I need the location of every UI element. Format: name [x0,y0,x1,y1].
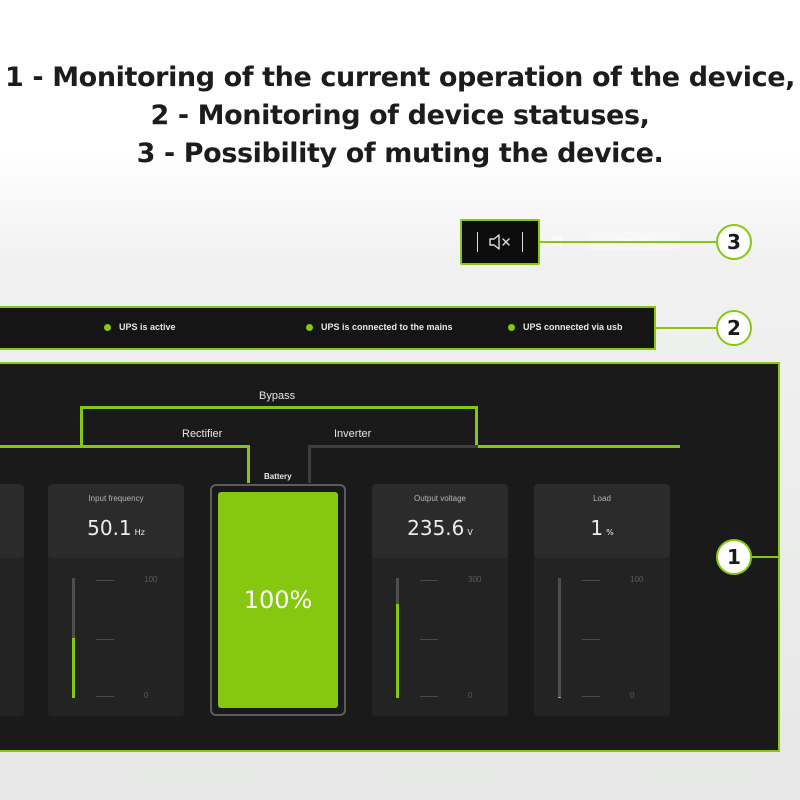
rectifier-wire [247,445,250,483]
scale-tick [582,696,600,697]
scale-max: 100 [630,575,644,584]
scale-tick [420,580,438,581]
scale-min: 0 [468,691,473,700]
status-bar: UPS is active UPS is connected to the ma… [0,306,656,350]
callout-3-line [540,241,716,243]
status-ups-mains: UPS is connected to the mains [306,322,453,332]
battery-fill: 100% [218,492,338,708]
bypass-wire [80,406,478,409]
callout-1: 1 [716,539,752,575]
metric-card-partial [0,484,24,716]
status-ups-usb: UPS connected via usb [508,322,623,332]
value-unit: Hz [134,528,145,537]
battery-gauge: 100% [210,484,346,716]
status-dot-icon [306,323,313,331]
status-label: UPS is connected to the mains [321,322,453,332]
headline-line-2: 2 - Monitoring of device statuses, [150,100,650,131]
card-header [0,484,24,558]
value-unit: V [467,528,473,537]
headline-line-3: 3 - Possibility of muting the device. [136,138,664,169]
scale-max: 300 [468,575,482,584]
mute-button[interactable] [460,219,540,265]
value-number: 1 [590,516,604,540]
scale-tick [582,639,600,640]
bypass-wire [475,406,478,448]
value-number: 235.6 [407,516,465,540]
scale-max: 100 [144,575,158,584]
load-card: Load 1% 100 0 [534,484,670,716]
output-wire [475,445,680,448]
card-value: 1% [534,516,670,540]
bypass-label: Bypass [259,390,296,402]
scale-tick [582,580,600,581]
scale-tick [96,696,114,697]
callout-3: 3 [716,224,752,260]
level-fill [558,696,561,698]
separator [477,232,478,252]
callout-1-line [752,556,780,558]
level-bar [396,578,399,698]
battery-label: Battery [264,472,292,481]
value-number: 50.1 [87,516,132,540]
level-fill [72,638,75,698]
scale-tick [420,639,438,640]
status-dot-icon [104,323,111,331]
level-bar [72,578,75,698]
scale-min: 0 [630,691,635,700]
card-title: Input frequency [88,494,144,503]
scale-tick [96,580,114,581]
scale-tick [96,639,114,640]
speaker-muted-icon [489,234,510,250]
headline-line-1: 1 - Monitoring of the current operation … [5,62,795,93]
card-title: Load [593,494,611,503]
card-header: Load 1% [534,484,670,558]
callout-2-line [656,327,716,329]
separator [522,232,523,252]
status-label: UPS connected via usb [523,322,623,332]
value-unit: % [606,528,614,537]
inverter-wire [308,445,478,448]
callout-2: 2 [716,310,752,346]
bypass-wire [80,406,83,448]
status-label: UPS is active [119,322,176,332]
operation-panel: Bypass Rectifier Inverter Battery Input … [0,362,780,752]
level-bar [558,578,561,698]
battery-percent: 100% [243,586,313,614]
rectifier-wire [0,445,250,448]
card-title: Output voltage [413,494,467,503]
scale-min: 0 [144,691,149,700]
rectifier-label: Rectifier [182,428,223,440]
level-fill [396,603,399,698]
inverter-wire [308,445,311,483]
status-ups-active: UPS is active [104,322,176,332]
inverter-label: Inverter [334,428,372,440]
status-dot-icon [508,323,515,331]
scale-tick [420,696,438,697]
